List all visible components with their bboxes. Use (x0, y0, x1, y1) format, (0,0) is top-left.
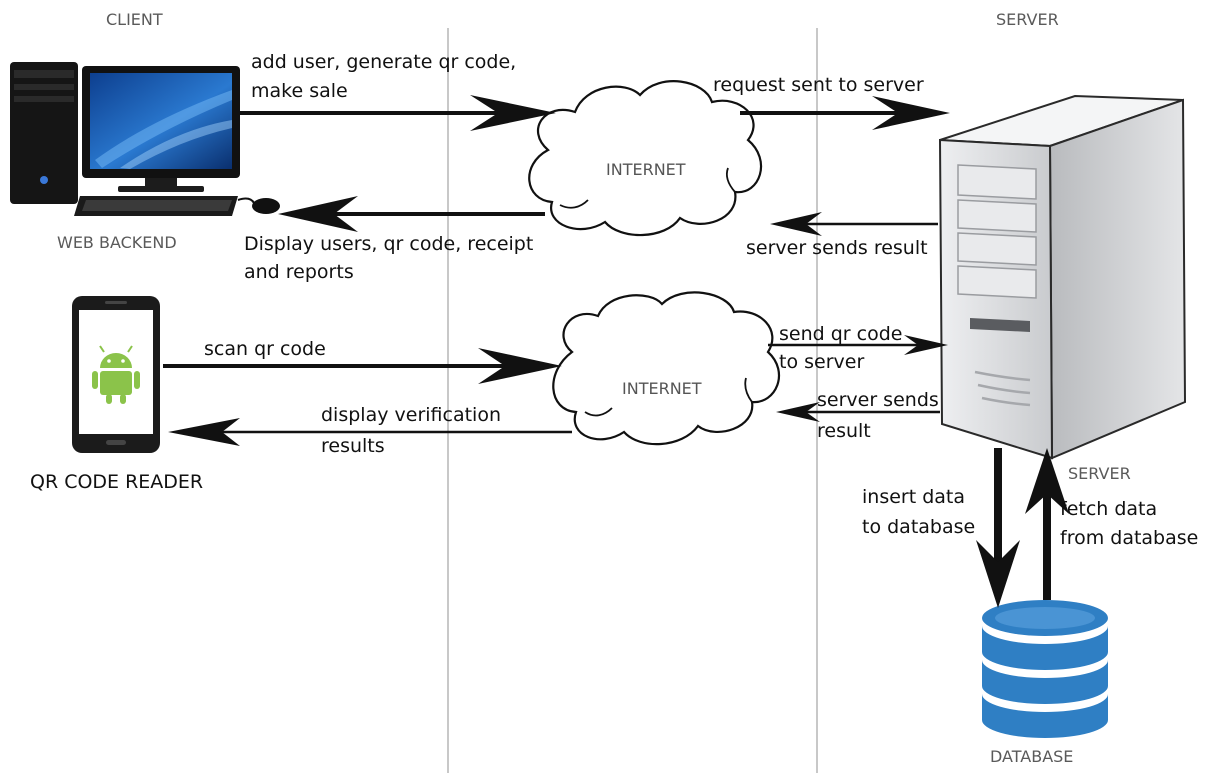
display-label-line2: and reports (244, 261, 354, 283)
flow-labels: add user, generate qr code, make sale re… (204, 51, 1198, 549)
flow-arrows (163, 95, 1069, 608)
insert-data-label-line1: insert data (862, 486, 965, 508)
client-column-header: CLIENT (106, 10, 163, 29)
client-request-label-line1: add user, generate qr code, (251, 51, 516, 73)
internet-bottom-label: INTERNET (622, 379, 702, 398)
send-qr-label-line2: to server (779, 351, 864, 373)
send-qr-label-line1: send qr code (779, 323, 902, 345)
scan-qr-label: scan qr code (204, 338, 326, 360)
arrow-phone-to-internet (163, 348, 562, 384)
internet-top-label: INTERNET (606, 160, 686, 179)
display-label-line1: Display users, qr code, receipt (244, 233, 533, 255)
arrow-web-to-internet (240, 95, 556, 131)
server-sends-result-label: server sends result (746, 237, 928, 259)
arrow-server-to-database (976, 448, 1020, 608)
database-label: DATABASE (990, 747, 1073, 766)
column-dividers (447, 28, 818, 773)
arrow-internet-to-server (740, 96, 950, 130)
insert-data-label-line2: to database (862, 516, 975, 538)
arrow-internet-to-server-qr (768, 335, 948, 355)
arrow-database-to-server (1025, 448, 1069, 600)
android-icon (92, 345, 140, 404)
desktop-computer-icon (10, 62, 280, 216)
verification-label-line1: display verification (321, 404, 501, 426)
arrow-internet-to-web (278, 196, 545, 232)
database-icon (982, 600, 1108, 738)
internet-cloud-bottom-icon (552, 291, 780, 446)
web-backend-label: WEB BACKEND (57, 233, 177, 252)
server-tower-icon (938, 94, 1187, 460)
client-request-label-line2: make sale (251, 80, 348, 102)
fetch-data-label-line1: fetch data (1060, 498, 1157, 520)
arrow-internet-to-phone (168, 418, 572, 446)
android-phone-icon (72, 296, 160, 453)
server-sends-label-line2: result (817, 420, 871, 442)
server-sends-label-line1: server sends (817, 389, 939, 411)
server-label: SERVER (1068, 464, 1131, 483)
qr-code-reader-label: QR CODE READER (30, 471, 203, 493)
fetch-data-label-line2: from database (1060, 527, 1198, 549)
internet-cloud-top-icon (528, 80, 763, 237)
arrow-server-to-internet-qr (776, 402, 940, 422)
verification-label-line2: results (321, 435, 385, 457)
arrow-server-to-internet (770, 212, 938, 236)
server-column-header: SERVER (996, 10, 1059, 29)
request-sent-label: request sent to server (713, 74, 924, 96)
